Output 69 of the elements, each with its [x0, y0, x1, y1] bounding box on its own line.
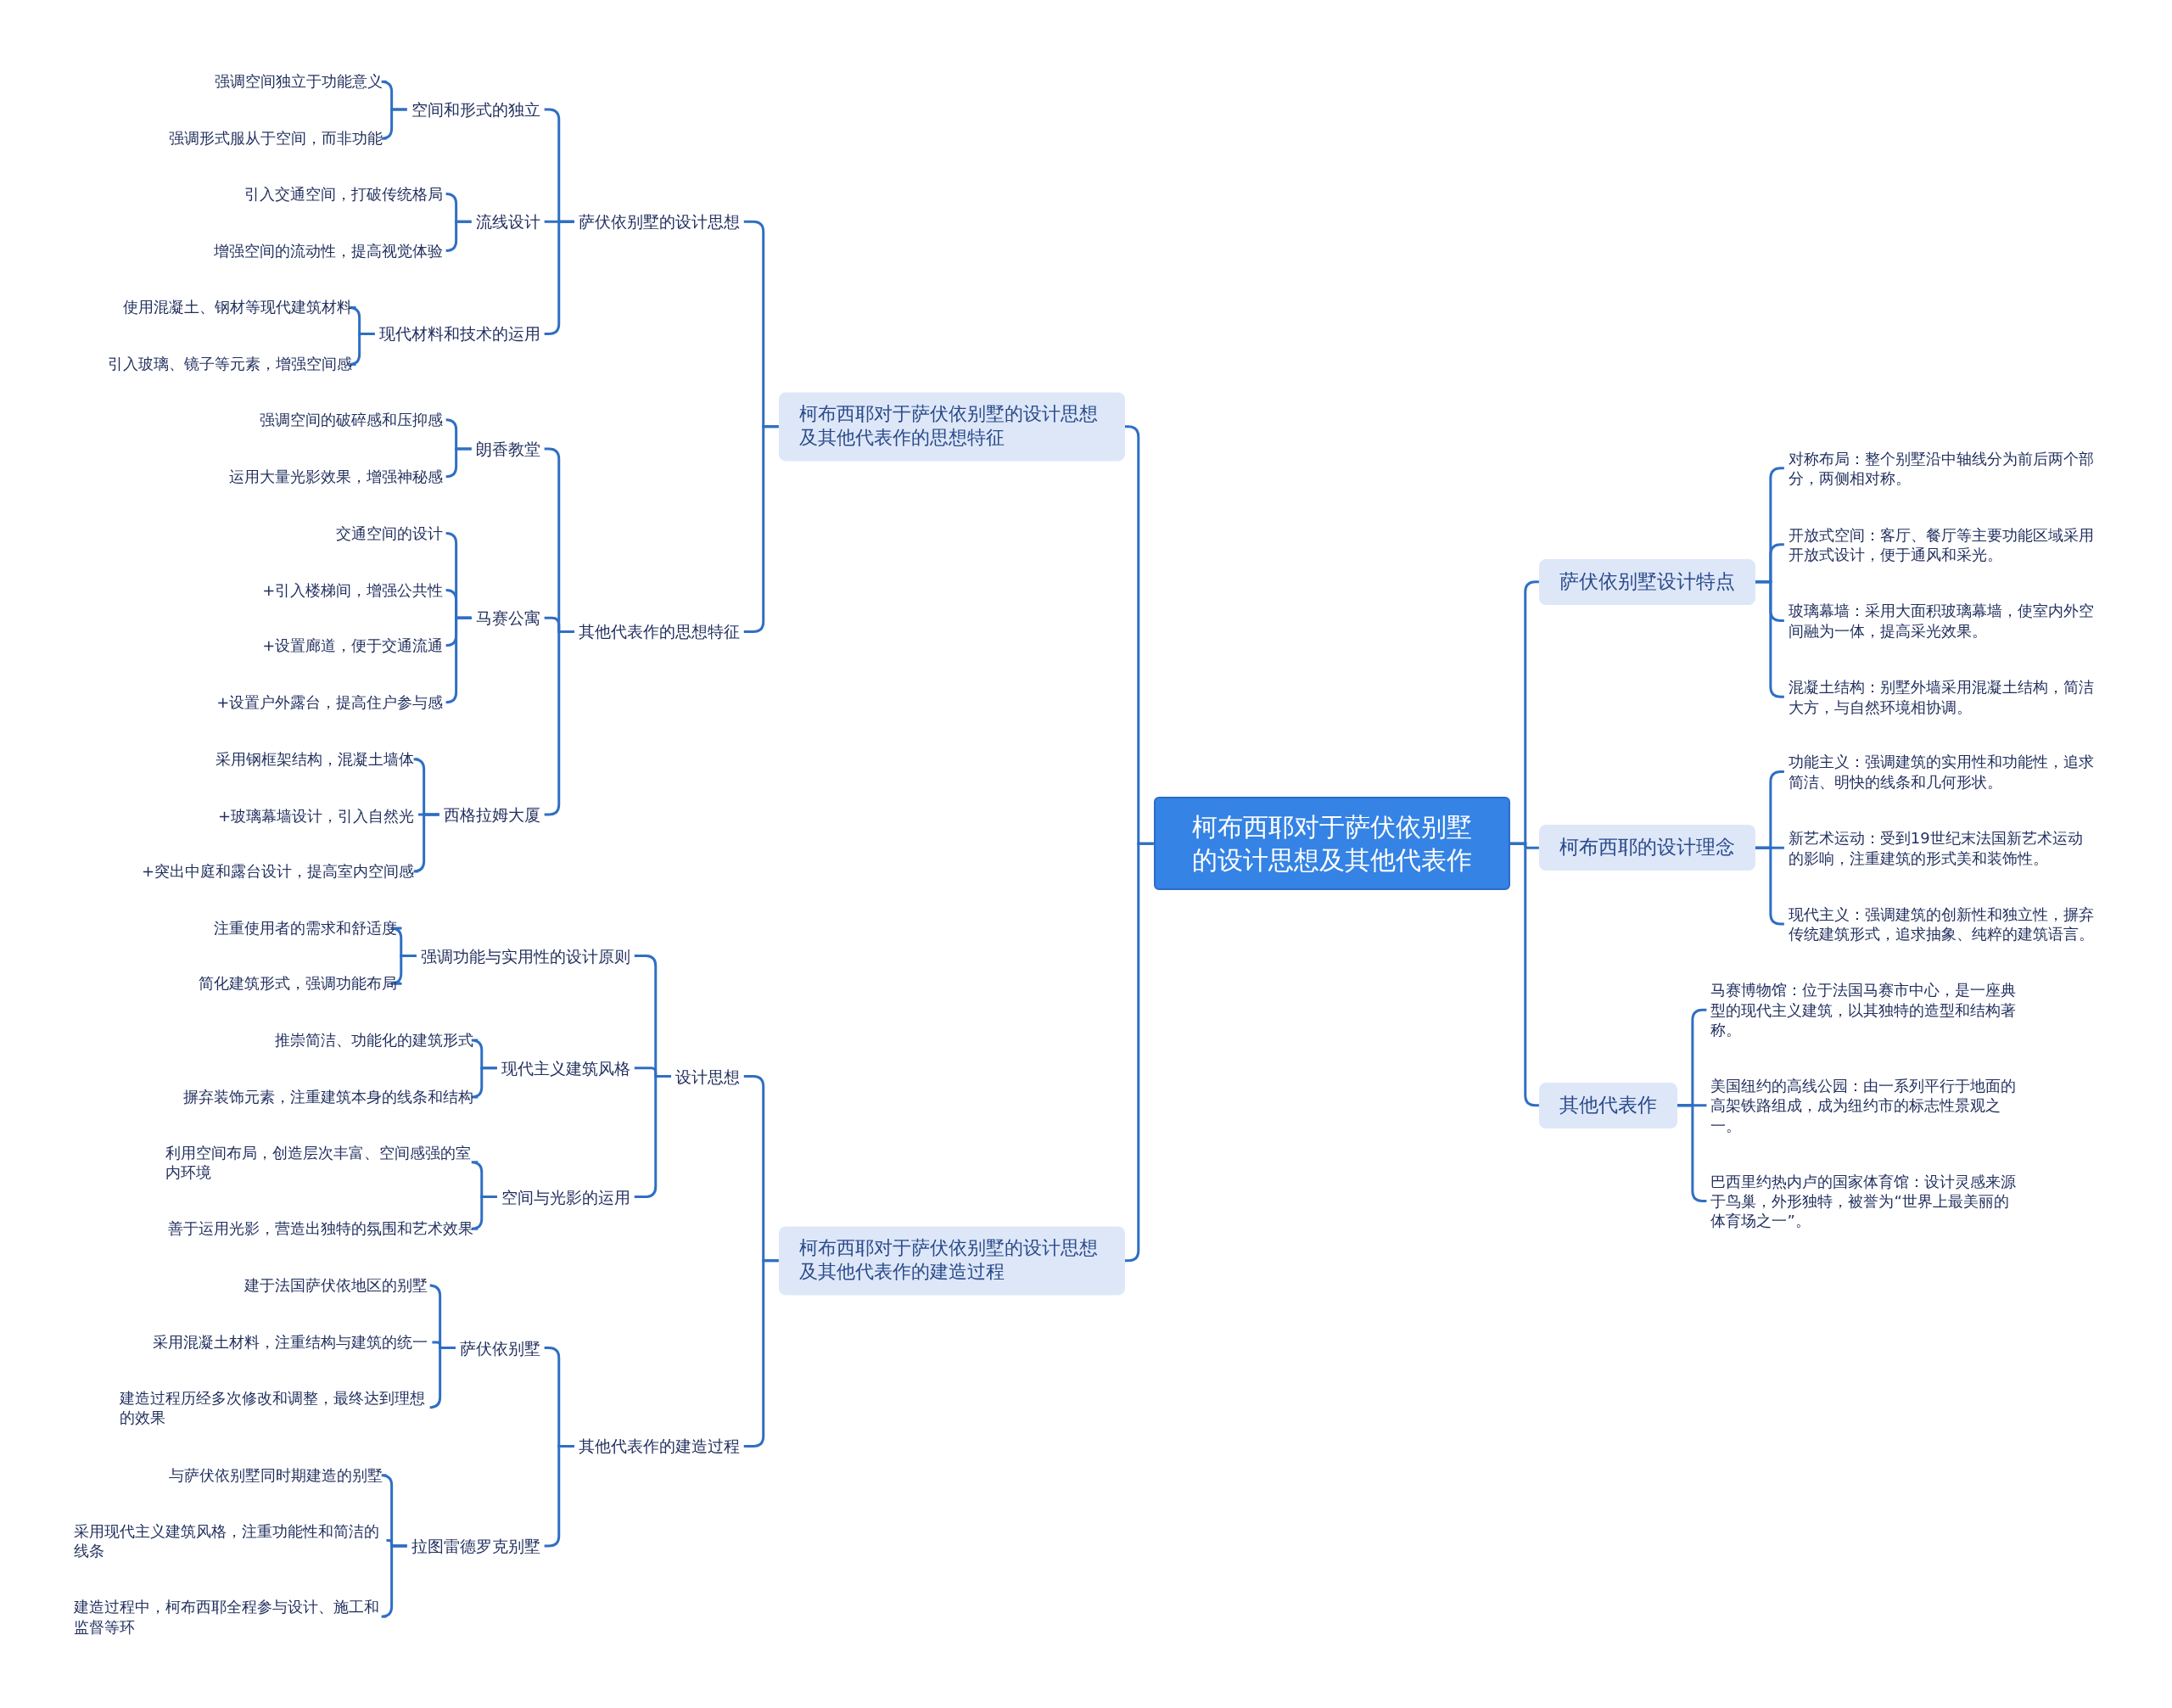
leaf-text: 注重使用者的需求和舒适度 — [210, 916, 402, 940]
leaf-text: 引入交通空间，打破传统格局 — [240, 182, 448, 206]
leaf-text: 强调形式服从于空间，而非功能 — [164, 126, 387, 150]
subtopic-text: 马赛公寓 — [471, 605, 545, 630]
subtopic-text: 西格拉姆大厦 — [439, 802, 545, 827]
topic-box: 其他代表作 — [1538, 1082, 1677, 1128]
leaf-text: 简化建筑形式，强调功能布局 — [194, 972, 402, 995]
leaf-text: 玻璃幕墙：采用大面积玻璃幕墙，使室内外空间融为一体，提高采光效果。 — [1783, 599, 2102, 642]
connector-line — [348, 332, 375, 366]
connector-line — [445, 447, 472, 479]
subtopic-text: 现代主义建筑风格 — [496, 1056, 635, 1081]
leaf-text: 与萨伏依别墅同时期建造的别墅 — [164, 1464, 387, 1487]
subtopic-text: 拉图雷德罗克别墅 — [406, 1533, 545, 1559]
topic-box: 柯布西耶的设计理念 — [1538, 825, 1755, 871]
leaf-text: 利用空间布局，创造层次丰富、空间感强的室内环境 — [160, 1140, 479, 1184]
leaf-text: 对称布局：整个别墅沿中轴线分为前后两个部分，两侧相对称。 — [1783, 446, 2102, 490]
subtopic-text: 强调功能与实用性的设计原则 — [416, 944, 635, 968]
topic-box: 萨伏依别墅设计特点 — [1538, 558, 1755, 605]
leaf-text: 新艺术运动：受到19世纪末法国新艺术运动的影响，注重建筑的形式美和装饰性。 — [1783, 826, 2102, 870]
leaf-text: 交通空间的设计 — [332, 521, 448, 546]
leaf-text: 推崇简洁、功能化的建筑形式 — [271, 1028, 479, 1052]
connector-line — [470, 1067, 497, 1099]
connector-line — [412, 813, 439, 873]
leaf-text: 引入玻璃、镜子等元素，增强空间感 — [103, 352, 356, 377]
leaf-text: 美国纽约的高线公园：由一系列平行于地面的高架铁路组成，成为纽约市的标志性景观之一。 — [1706, 1073, 2024, 1137]
connector-line — [428, 1347, 456, 1409]
leaf-text: 增强空间的流动性，提高视觉体验 — [210, 238, 448, 263]
leaf-text: 马赛博物馆：位于法国马赛市中心，是一座典型的现代主义建筑，以其独特的造型和结构著称。 — [1706, 978, 2024, 1042]
leaf-text: 建造过程中，柯布西耶全程参与设计、施工和监督等环 — [69, 1594, 387, 1638]
subtopic-text: 朗香教堂 — [471, 436, 545, 462]
leaf-text: 善于运用光影，营造出独特的氛围和艺术效果 — [164, 1217, 479, 1240]
leaf-text: 开放式空间：客厅、餐厅等主要功能区域采用开放式设计，便于通风和采光。 — [1783, 523, 2102, 566]
leaf-text: +突出中庭和露台设计，提高室内空间感 — [137, 860, 419, 883]
topic-box: 柯布西耶对于萨伏依别墅的设计思想及其他代表作的思想特征 — [778, 392, 1125, 462]
subtopic-text: 空间与光影的运用 — [496, 1184, 635, 1209]
subtopic-text: 现代材料和技术的运用 — [374, 322, 545, 346]
leaf-text: 建造过程历经多次修改和调整，最终达到理想的效果 — [115, 1386, 433, 1430]
leaf-text: 强调空间的破碎感和压抑感 — [255, 408, 448, 432]
subtopic-text: 流线设计 — [471, 209, 545, 234]
leaf-text: 使用混凝土、钢材等现代建筑材料 — [118, 295, 356, 320]
topic-box: 柯布西耶对于萨伏依别墅的设计思想及其他代表作的建造过程 — [778, 1226, 1125, 1296]
leaf-text: 采用钢框架结构，混凝土墙体 — [211, 748, 419, 771]
leaf-text: 巴西里约热内卢的国家体育馆：设计灵感来源于鸟巢，外形独特，被誉为“世界上最美丽的体育场之一”。 — [1706, 1169, 2024, 1233]
leaf-text: 现代主义：强调建筑的创新性和独立性，摒弃传统建筑形式，追求抽象、纯粹的建筑语言。 — [1783, 902, 2102, 946]
leaf-text: +设置户外露台，提高住户参与感 — [212, 691, 448, 714]
connector-line — [389, 955, 417, 985]
leaf-text: 运用大量光影效果，增强神秘感 — [225, 464, 448, 489]
leaf-text: 采用混凝土材料，注重结构与建筑的统一 — [148, 1330, 433, 1354]
leaf-text: +玻璃幕墙设计，引入自然光 — [213, 804, 419, 828]
subtopic-text: 其他代表作的建造过程 — [574, 1434, 744, 1459]
leaf-text: 强调空间独立于功能意义 — [210, 70, 387, 93]
connector-line — [380, 108, 407, 140]
subtopic-text: 空间和形式的独立 — [406, 97, 545, 122]
connector-line — [470, 1196, 497, 1230]
central-topic-box: 柯布西耶对于萨伏依别墅的设计思想及其他代表作 — [1153, 797, 1510, 891]
leaf-text: 采用现代主义建筑风格，注重功能性和简洁的线条 — [69, 1519, 387, 1562]
leaf-text: 混凝土结构：别墅外墙采用混凝土结构，简洁大方，与自然环境相协调。 — [1783, 675, 2102, 719]
leaf-text: 建于法国萨伏依地区的别墅 — [240, 1274, 433, 1297]
connector-line — [445, 616, 472, 704]
leaf-text: 摒弃装饰元素，注重建筑本身的线条和结构 — [179, 1085, 479, 1109]
leaf-text: 功能主义：强调建筑的实用性和功能性，追求简洁、明快的线条和几何形状。 — [1783, 750, 2102, 793]
subtopic-text: 其他代表作的思想特征 — [574, 619, 744, 644]
subtopic-text: 设计思想 — [670, 1064, 744, 1089]
connector-line — [445, 220, 472, 252]
connector-line — [380, 1544, 407, 1618]
subtopic-text: 萨伏依别墅 — [455, 1336, 545, 1360]
leaf-text: +设置廊道，便于交通流通 — [258, 634, 448, 658]
leaf-text: +引入楼梯间，增强公共性 — [258, 578, 448, 602]
subtopic-text: 萨伏依别墅的设计思想 — [574, 209, 744, 234]
